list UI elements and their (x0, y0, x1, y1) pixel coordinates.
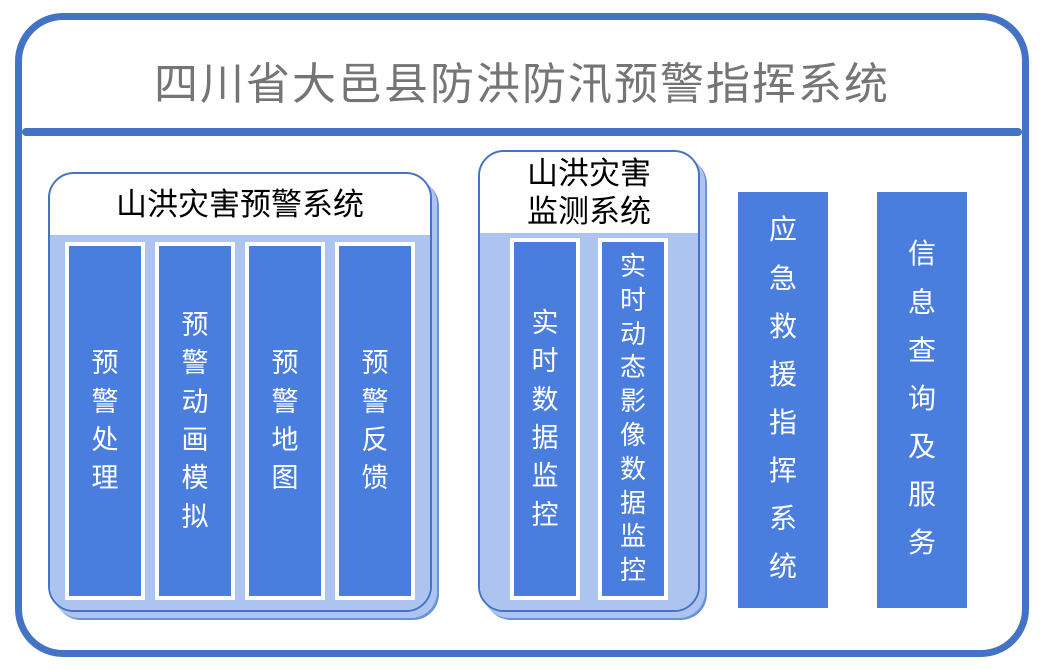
bar-warning-processing: 预警处理 (65, 242, 145, 600)
group-flood-monitoring-system: 山洪灾害 监测系统 实时数据监控 实时动态影像数据监控 (478, 150, 700, 612)
group-flood-warning-body: 预警处理 预警动画模拟 预警地图 预警反馈 (50, 235, 430, 610)
group-flood-warning-system: 山洪灾害预警系统 预警处理 预警动画模拟 预警地图 预警反馈 (48, 172, 432, 612)
bar-warning-map: 预警地图 (245, 242, 325, 600)
bar-label: 实时动态影像数据监控 (619, 252, 646, 586)
bar-label: 信息查询及服务 (907, 239, 936, 560)
bar-warning-animation-simulation: 预警动画模拟 (155, 242, 235, 600)
bar-emergency-rescue-command-system: 应急救援指挥系统 (738, 192, 828, 608)
bar-label: 预警处理 (91, 348, 119, 494)
bar-information-query-and-service: 信息查询及服务 (877, 192, 967, 608)
group-flood-warning-label: 山洪灾害预警系统 (50, 174, 430, 235)
group-flood-monitoring-body: 实时数据监控 实时动态影像数据监控 (480, 233, 698, 610)
bar-label: 实时数据监控 (531, 308, 559, 530)
bar-label: 应急救援指挥系统 (768, 215, 797, 584)
group-label-line: 山洪灾害 (527, 155, 651, 191)
bar-realtime-data-monitoring: 实时数据监控 (510, 238, 580, 600)
outer-frame (15, 13, 1029, 657)
title-divider-line (22, 128, 1022, 136)
bar-label: 预警动画模拟 (181, 310, 209, 532)
bar-label: 预警反馈 (361, 348, 389, 494)
group-label-line: 山洪灾害预警系统 (116, 186, 364, 222)
group-flood-monitoring-label: 山洪灾害 监测系统 (480, 152, 698, 233)
bar-label: 预警地图 (271, 348, 299, 494)
bar-realtime-dynamic-video-data-monitoring: 实时动态影像数据监控 (598, 238, 668, 600)
bar-warning-feedback: 预警反馈 (335, 242, 415, 600)
group-label-line: 监测系统 (527, 193, 651, 229)
diagram-title: 四川省大邑县防洪防汛预警指挥系统 (154, 60, 890, 109)
